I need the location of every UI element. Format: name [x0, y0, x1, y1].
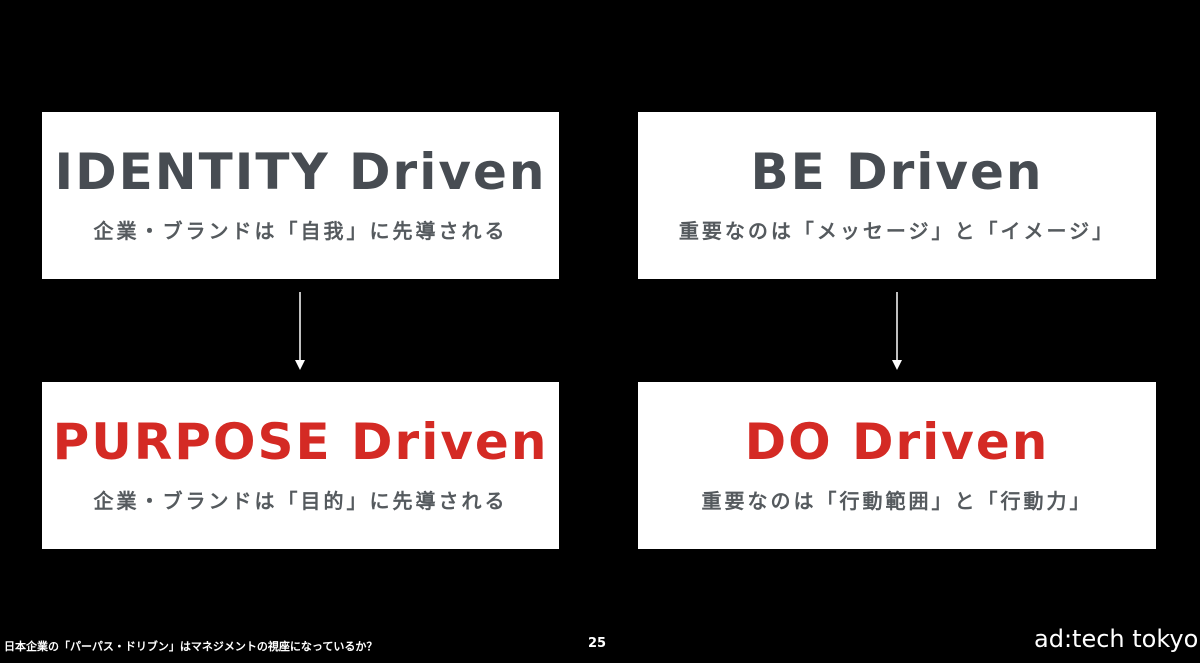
brand-logo: ad:tech tokyo	[1034, 625, 1199, 653]
card-title: PURPOSE Driven	[52, 413, 549, 471]
footer-title: 日本企業の「パーパス・ドリブン」はマネジメントの視座になっているか？	[4, 640, 378, 653]
card-purpose-driven: PURPOSE Driven 企業・ブランドは「目的」に先導される	[42, 382, 559, 549]
card-title: IDENTITY Driven	[54, 143, 547, 201]
down-arrow-icon	[295, 292, 305, 370]
card-do-driven: DO Driven 重要なのは「行動範囲」と「行動力」	[638, 382, 1156, 549]
card-identity-driven: IDENTITY Driven 企業・ブランドは「自我」に先導される	[42, 112, 559, 279]
card-title: BE Driven	[750, 143, 1044, 201]
card-title: DO Driven	[744, 413, 1050, 471]
card-subtitle: 企業・ブランドは「自我」に先導される	[93, 219, 508, 243]
down-arrow-icon	[892, 292, 902, 370]
card-subtitle: 重要なのは「行動範囲」と「行動力」	[701, 489, 1093, 513]
card-subtitle: 重要なのは「メッセージ」と「イメージ」	[678, 219, 1116, 243]
card-be-driven: BE Driven 重要なのは「メッセージ」と「イメージ」	[638, 112, 1156, 279]
page-number: 25	[588, 636, 607, 651]
card-subtitle: 企業・ブランドは「目的」に先導される	[93, 489, 508, 513]
